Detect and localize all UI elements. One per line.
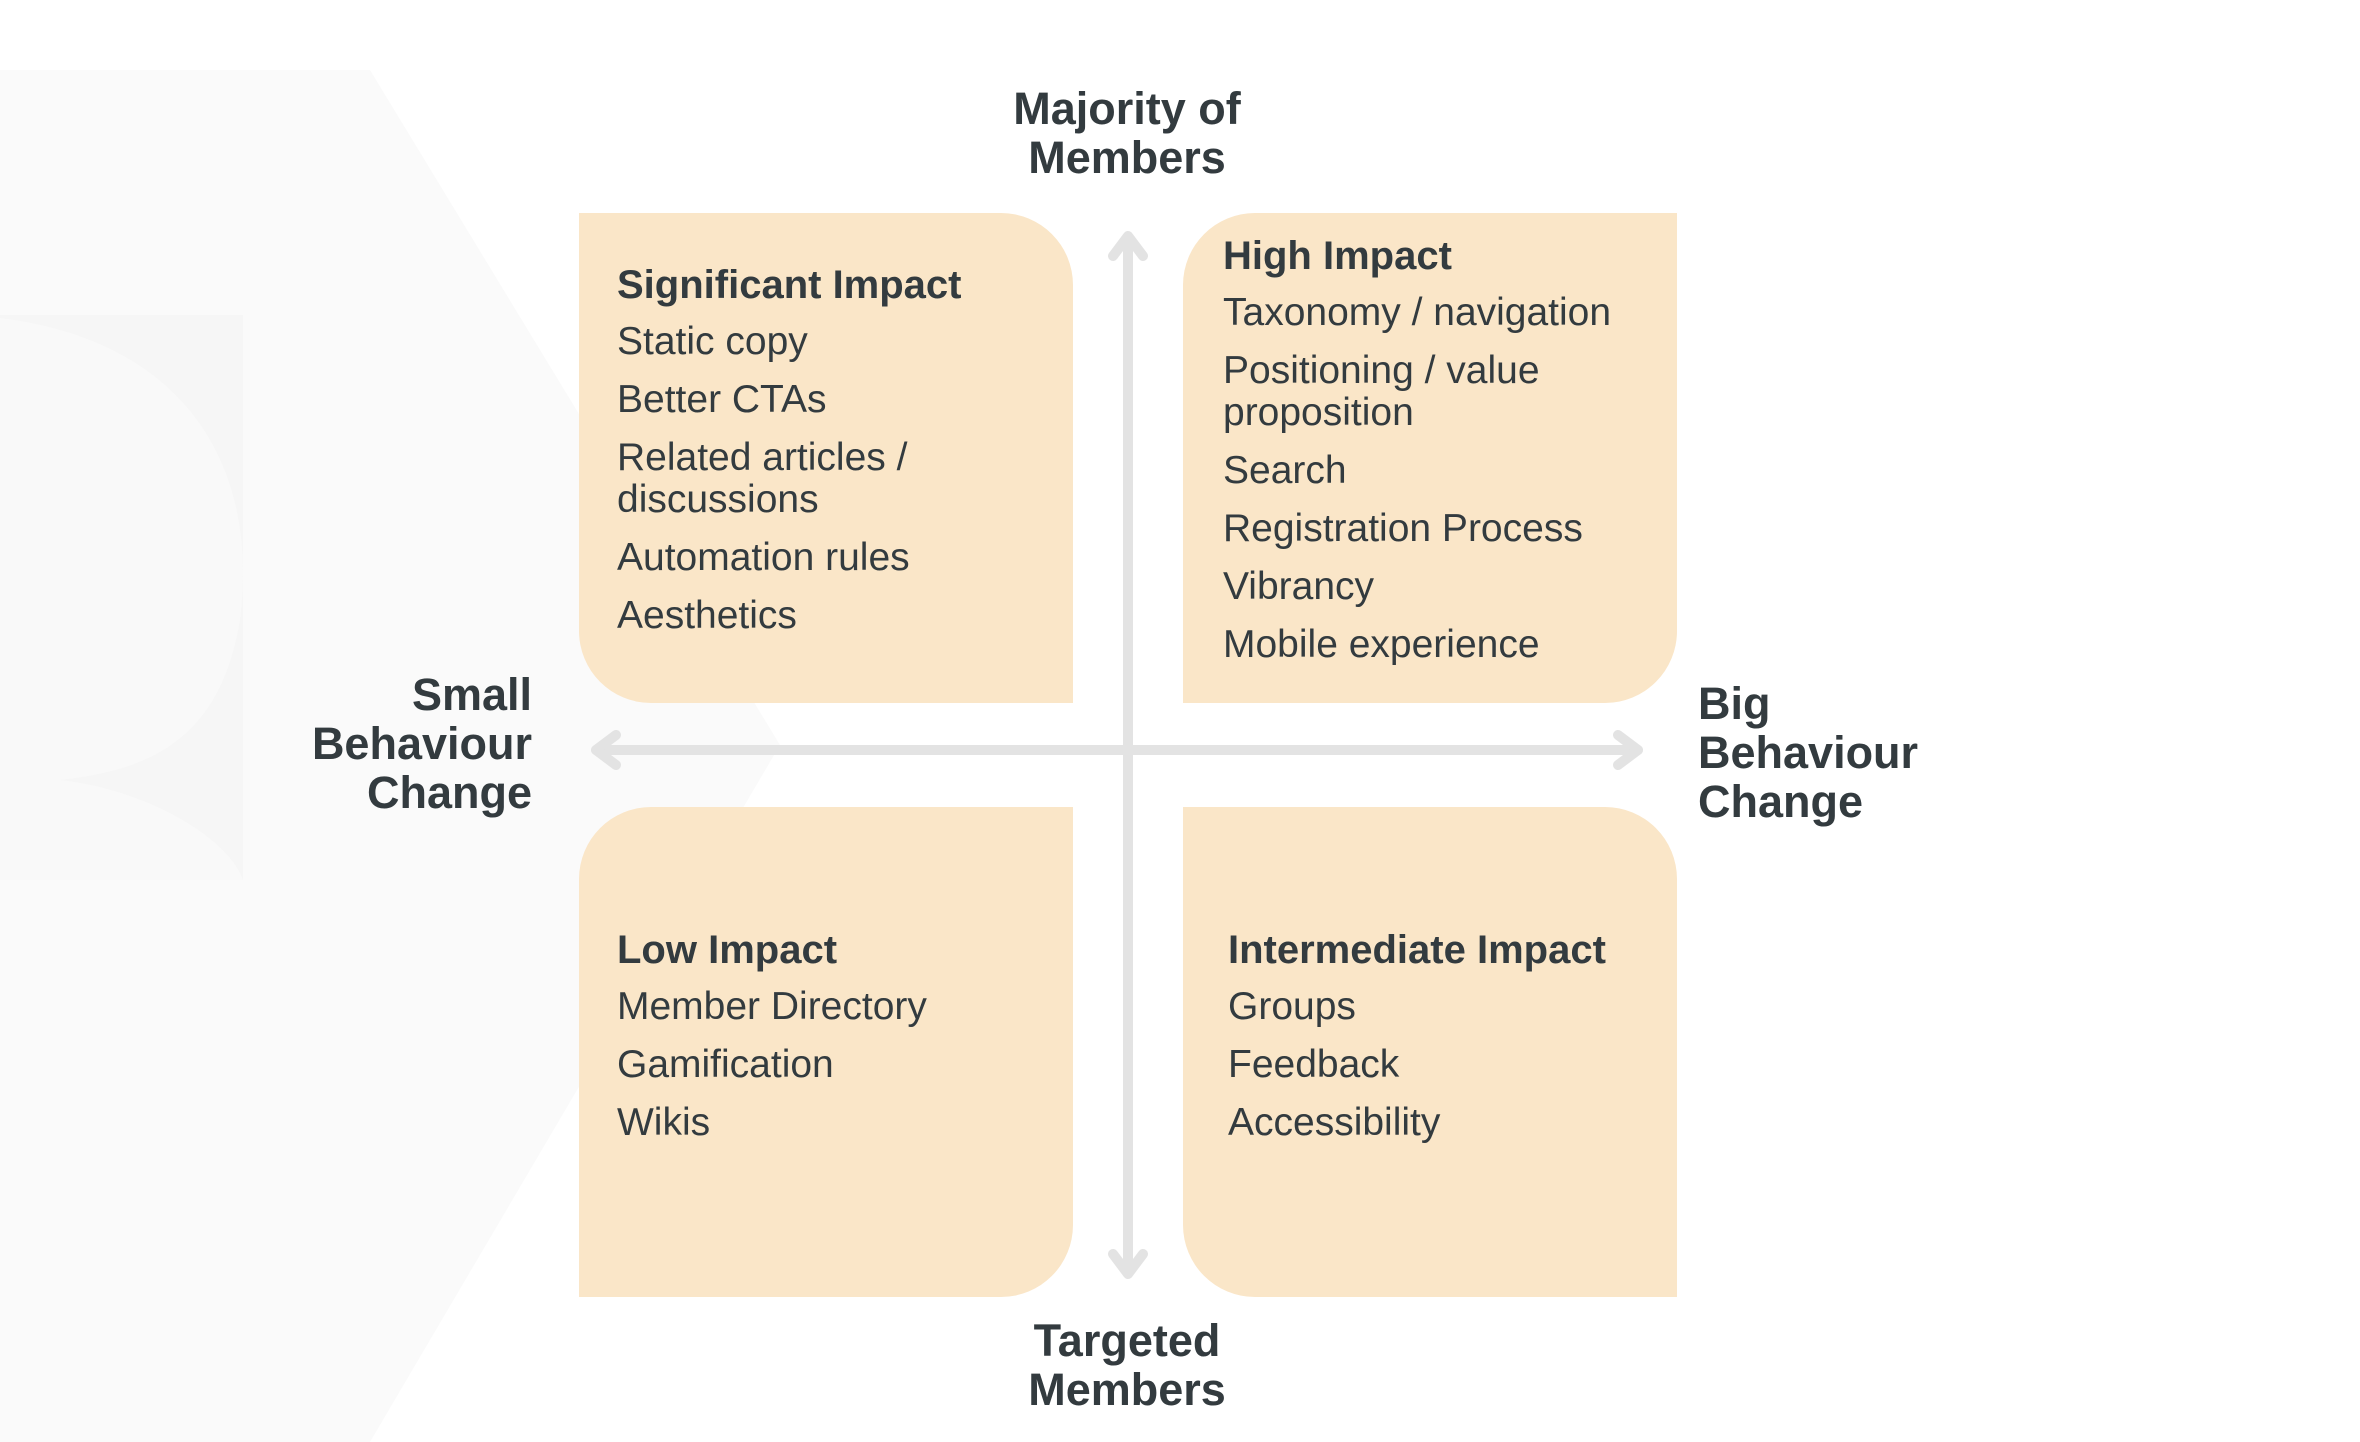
axis-label-left: Small Behaviour Change: [311, 669, 532, 818]
quadrant-significant-impact: Significant Impact Static copy Better CT…: [579, 213, 1073, 703]
list-item: Aesthetics: [617, 594, 797, 637]
quadrant-list: Member Directory Gamification Wikis: [617, 986, 1053, 1144]
list-item: Feedback: [1228, 1043, 1400, 1086]
quadrant-high-impact: High Impact Taxonomy / navigation Positi…: [1183, 213, 1677, 703]
list-item: Mobile experience: [1223, 623, 1540, 666]
list-item: Automation rules: [617, 536, 910, 579]
quadrant-low-impact: Low Impact Member Directory Gamification…: [579, 807, 1073, 1297]
axis-label-top: Majority of Members: [1013, 83, 1241, 183]
arrow-right-icon: [1613, 730, 1643, 770]
list-item: Wikis: [617, 1101, 711, 1144]
list-item: Accessibility: [1228, 1101, 1441, 1144]
quadrant-title: High Impact: [1223, 234, 1452, 278]
list-item: Gamification: [617, 1043, 834, 1086]
list-item: Static copy: [617, 320, 808, 363]
list-item: Member Directory: [617, 985, 927, 1028]
quadrant-title: Low Impact: [617, 928, 838, 972]
list-item: Groups: [1228, 985, 1356, 1028]
list-item: Vibrancy: [1223, 565, 1375, 608]
list-item: Positioning / value proposition: [1223, 349, 1540, 434]
axis-label-bottom: Targeted Members: [1028, 1315, 1226, 1415]
list-item: Better CTAs: [617, 378, 827, 421]
list-item: Related articles / discussions: [617, 436, 908, 521]
axis-label-right: Big Behaviour Change: [1698, 678, 1919, 827]
arrow-left-icon: [591, 730, 621, 770]
arrow-down-icon: [1108, 1249, 1148, 1279]
quadrant-title: Intermediate Impact: [1228, 928, 1606, 972]
quadrant-intermediate-impact: Intermediate Impact Groups Feedback Acce…: [1183, 807, 1677, 1297]
list-item: Registration Process: [1223, 507, 1583, 550]
quadrant-list: Static copy Better CTAs Related articles…: [617, 321, 1053, 637]
arrow-up-icon: [1108, 231, 1148, 261]
list-item: Taxonomy / navigation: [1223, 291, 1612, 334]
quadrant-list: Taxonomy / navigation Positioning / valu…: [1223, 292, 1657, 666]
list-item: Search: [1223, 449, 1347, 492]
quadrant-list: Groups Feedback Accessibility: [1228, 986, 1657, 1144]
quadrant-title: Significant Impact: [617, 263, 962, 307]
